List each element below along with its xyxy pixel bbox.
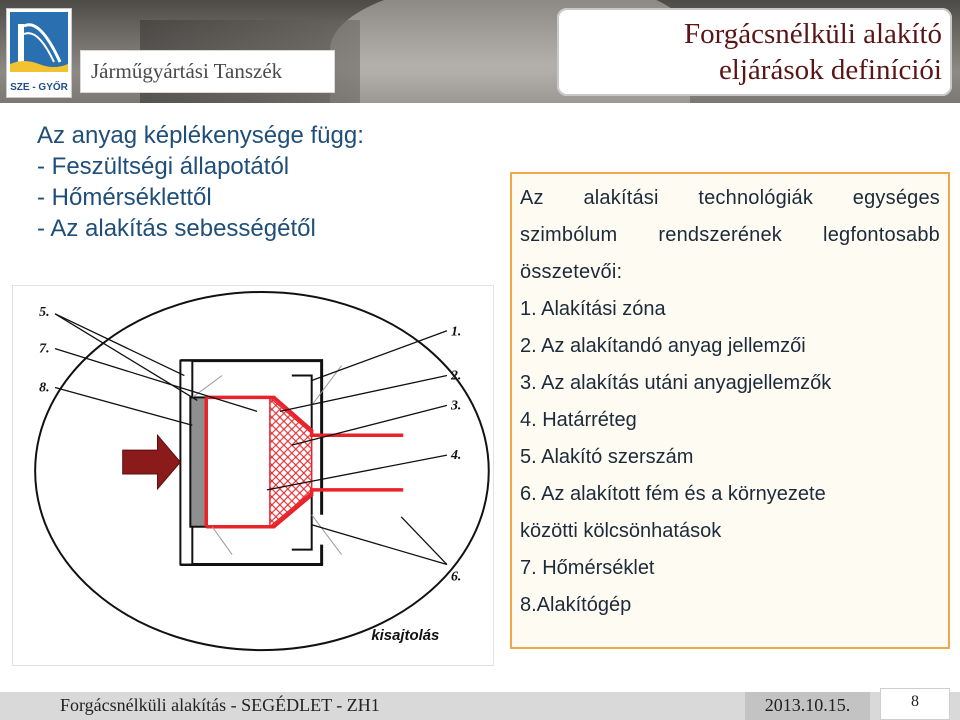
plasticity-heading: Az anyag képlékenysége függ: (37, 122, 364, 149)
extrusion-diagram: 5. 7. 8. 1. 2. 3. 4. 6. kisajtolás (12, 285, 494, 666)
slide-title-line1: Forgácsnélküli alakító (684, 18, 942, 50)
fig-label: 5. (39, 305, 49, 320)
fig-label: 3. (450, 398, 461, 413)
info-list-item: közötti kölcsönhatások (520, 520, 722, 542)
info-list-item: 5. Alakító szerszám (520, 446, 694, 468)
plasticity-item: - Hőmérséklettől (37, 184, 212, 211)
punch (189, 396, 208, 528)
fig-label: 1. (451, 325, 461, 340)
container-top-wall (180, 359, 324, 515)
extrusion-svg: 5. 7. 8. 1. 2. 3. 4. 6. kisajtolás (34, 290, 490, 652)
slide-header: SZE - GYŐR Járműgyártási Tanszék Forgács… (0, 0, 960, 103)
billet-outline-top (206, 395, 404, 437)
info-intro-line: összetevői: (520, 261, 623, 283)
logo-emblem (10, 12, 68, 72)
info-list-item: 8.Alakítógép (520, 594, 632, 616)
info-list-item: 7. Hőmérséklet (520, 557, 655, 579)
construction-lines (192, 365, 342, 555)
deformation-zone (269, 395, 313, 529)
info-list-item: 1. Alakítási zóna (520, 298, 666, 320)
container-bottom-wall (180, 544, 324, 567)
logo-text: SZE - GYŐR (10, 82, 68, 93)
info-intro-line: Az alakítási technológiák egységes (520, 187, 940, 209)
university-logo: SZE - GYŐR (6, 8, 72, 98)
footer-course-title: Forgácsnélküli alakítás - SEGÉDLET - ZH1 (60, 695, 380, 715)
billet-outline-bottom (206, 488, 404, 529)
figure-caption: kisajtolás (371, 627, 439, 644)
slide-title: Forgácsnélküli alakító eljárások definíc… (557, 8, 952, 96)
plasticity-item: - Az alakítás sebességétől (37, 215, 316, 242)
plasticity-list: Az anyag képlékenysége függ: - Feszültsé… (37, 120, 467, 244)
symbol-system-box: Az alakítási technológiák egységes szimb… (510, 172, 950, 649)
leader-lines (54, 313, 448, 566)
fig-label: 7. (39, 342, 49, 357)
fig-label: 4. (450, 448, 461, 463)
info-list-item: 6. Az alakított fém és a környezete (520, 483, 826, 505)
slide-footer: Forgácsnélküli alakítás - SEGÉDLET - ZH1… (0, 688, 960, 720)
fig-label: 6. (451, 569, 461, 584)
footer-date: 2013.10.15. (745, 692, 870, 720)
environment-circle (34, 290, 490, 652)
slide-title-line2: eljárások definíciói (718, 54, 942, 86)
fig-label: 2. (450, 369, 461, 384)
department-label: Járműgyártási Tanszék (80, 50, 335, 93)
info-list-item: 2. Az alakítandó anyag jellemzői (520, 335, 806, 357)
info-list-item: 3. Az alakítás utáni anyagjellemzők (520, 372, 832, 394)
fig-label: 8. (39, 380, 49, 395)
info-list-item: 4. Határréteg (520, 409, 637, 431)
plasticity-item: - Feszültségi állapotától (37, 153, 290, 180)
info-intro-line: szimbólum rendszerének legfontosabb (520, 224, 940, 246)
force-arrow-icon (122, 433, 182, 491)
page-number: 8 (880, 688, 950, 720)
